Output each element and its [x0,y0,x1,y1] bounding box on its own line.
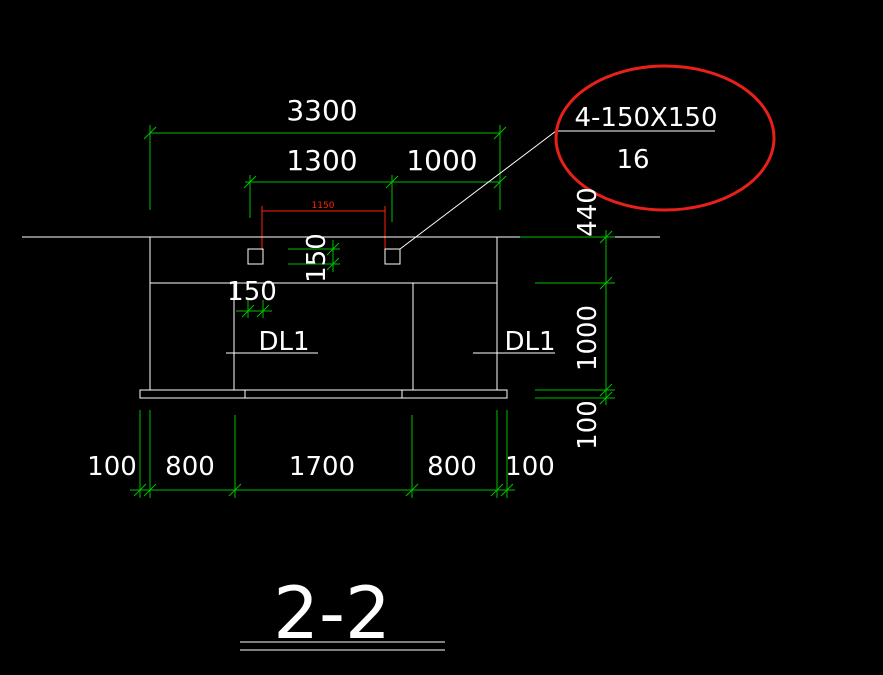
dim-opening-spacing-label: 1150 [312,201,335,211]
callout-leader [399,130,557,250]
dim-hole-horizontal: 150 [227,277,277,318]
beam-label-left-group: DL1 [226,327,318,357]
dim-right-lower-label: 100 [573,400,603,450]
dim-top-left-part-label: 1300 [286,144,357,177]
opening-right [384,248,401,265]
dim-top-total: 3300 [143,94,507,210]
dim-top-parts: 1300 1000 [243,144,507,222]
dim-hole-vertical: 150 [288,233,340,283]
section-title: 2-2 [273,571,391,655]
section-title-group: 2-2 [240,571,445,655]
beam-label-right-group: DL1 [473,327,556,357]
callout-top-text: 4-150X150 [575,103,718,133]
dim-right: 440 1000 100 [520,187,615,450]
dim-top-total-label: 3300 [286,94,357,127]
dim-bottom: 100 800 1700 800 100 [87,410,555,498]
opening-left [247,248,264,265]
dim-bottom-3-label: 800 [427,452,477,482]
dim-top-right-part-label: 1000 [406,144,477,177]
dim-bottom-2-label: 1700 [289,452,355,482]
section-geometry [139,237,508,399]
beam-label-right: DL1 [504,327,555,357]
dim-hole-horizontal-label: 150 [227,277,277,307]
dim-bottom-0-label: 100 [87,452,137,482]
callout-bottom-text: 16 [616,145,649,175]
beam-label-left: DL1 [258,327,309,357]
dim-opening-spacing: 1150 [261,201,386,250]
dim-bottom-4-label: 100 [505,452,555,482]
dim-bottom-1-label: 800 [165,452,215,482]
dim-right-upper-label: 440 [573,187,603,237]
dim-right-middle-label: 1000 [573,305,603,371]
callout-highlight-circle [554,64,776,212]
dim-hole-vertical-label: 150 [302,233,332,283]
